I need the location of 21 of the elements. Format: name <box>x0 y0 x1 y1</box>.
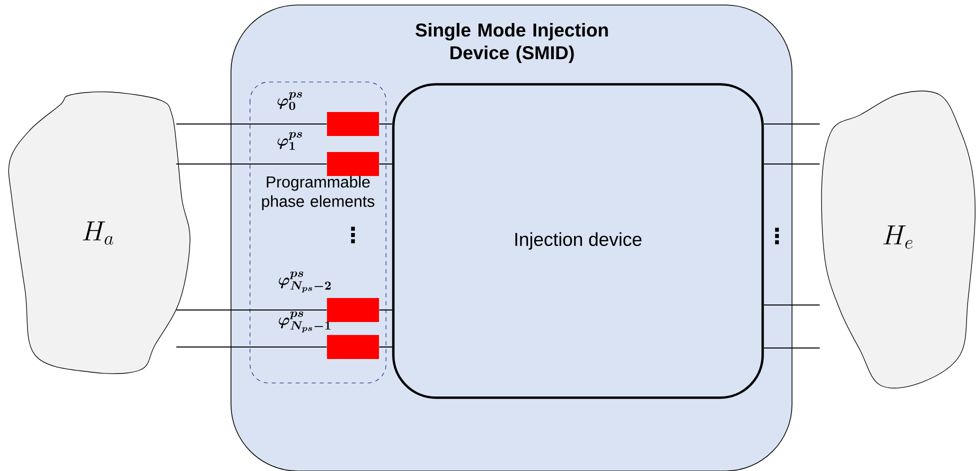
connector-line <box>379 163 392 165</box>
connector-line <box>176 123 327 125</box>
ellipsis-mark: ⋮ <box>351 226 355 244</box>
device-box: Injection device <box>392 83 764 399</box>
region-blob: $H_{a}$ <box>8 91 190 374</box>
connector-line <box>176 346 327 348</box>
connector-line <box>764 163 820 165</box>
phase-label: $\varphi_{N_{ps}-2}^{ps}$ <box>278 271 331 292</box>
phase-label: $\varphi_{0}^{ps}$ <box>278 92 302 110</box>
region-blob: $H_{e}$ <box>821 90 976 388</box>
connector-line <box>764 304 820 306</box>
connector-line <box>764 347 820 349</box>
connector-line <box>176 163 327 165</box>
connector-line <box>379 309 392 311</box>
connector-line <box>176 309 327 311</box>
connector-line <box>764 123 820 125</box>
phase-label: $\varphi_{N_{ps}-1}^{ps}$ <box>278 311 330 332</box>
connector-line <box>379 346 392 348</box>
connector-line <box>379 123 392 125</box>
ellipsis-mark: ⋮ <box>775 228 779 244</box>
phase-label: $\varphi_{1}^{ps}$ <box>278 132 302 150</box>
